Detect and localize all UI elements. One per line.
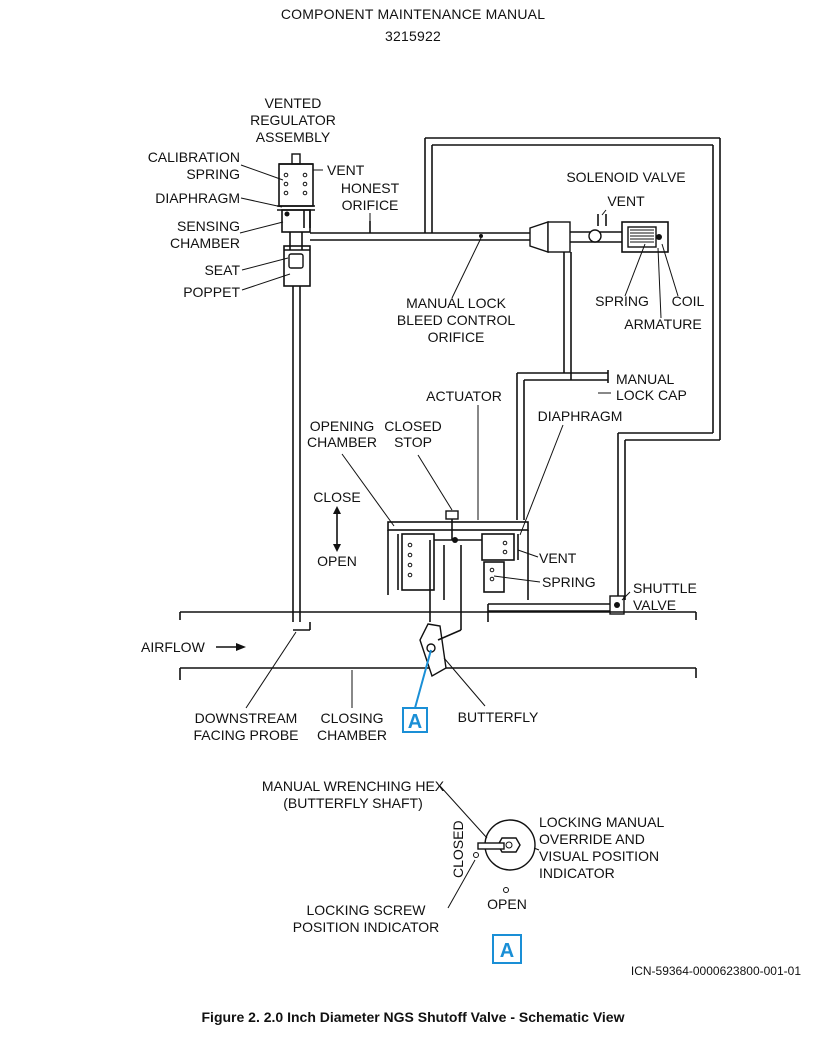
sensing-chamber-label-1: SENSING [177,218,240,234]
pneumatic-lines [310,137,721,600]
manual-number: 3215922 [385,28,441,44]
butterfly-label: BUTTERFLY [458,709,539,725]
closing-chamber-label-2: CHAMBER [317,727,387,743]
detail-a-view: A [439,785,540,964]
closed-position-label: CLOSED [450,820,466,878]
armature-label: ARMATURE [624,316,702,332]
calibration-spring-label-2: SPRING [186,166,240,182]
manual-lock-bleed-label-2: BLEED CONTROL [397,312,515,328]
coil-label: COIL [672,293,705,309]
leader-lines [239,164,679,709]
figure-caption: Figure 2. 2.0 Inch Diameter NGS Shutoff … [201,1009,625,1025]
sensing-chamber-label-2: CHAMBER [170,235,240,251]
actuator-vent-label: VENT [539,550,577,566]
manual-lock-cap-label-2: LOCK CAP [616,387,687,403]
shuttle-valve-label-1: SHUTTLE [633,580,697,596]
open-direction-label: OPEN [317,553,357,569]
detail-a-marker: A [408,711,422,733]
actuator-spring-label: SPRING [542,574,596,590]
vented-regulator-label-1: VENTED [265,95,322,111]
opening-chamber-label-1: OPENING [310,418,375,434]
manual-lock-cap-label-1: MANUAL [616,371,675,387]
locking-override-label-1: LOCKING MANUAL [539,814,664,830]
open-position-label: OPEN [487,896,527,912]
locking-override-label-3: VISUAL POSITION [539,848,659,864]
seat-label: SEAT [204,262,240,278]
manual-wrenching-hex-label-1: MANUAL WRENCHING HEX [262,778,445,794]
locking-override-label-2: OVERRIDE AND [539,831,645,847]
poppet-label: POPPET [183,284,240,300]
closed-stop-label-2: STOP [394,434,432,450]
airflow-arrow [216,643,246,651]
regulator-vent-label: VENT [327,162,365,178]
locking-override-label-4: INDICATOR [539,865,615,881]
calibration-spring-label-1: CALIBRATION [148,149,240,165]
actuator-diaphragm-label: DIAPHRAGM [538,408,623,424]
solenoid-spring-label: SPRING [595,293,649,309]
locking-screw-label-1: LOCKING SCREW [306,902,426,918]
icn-code: ICN-59364-0000623800-001-01 [631,964,801,978]
butterfly-disc [419,623,462,678]
actuator-label: ACTUATOR [426,388,502,404]
diagram-labels: VENTED REGULATOR ASSEMBLY CALIBRATION SP… [141,95,801,978]
vented-regulator-assembly [277,153,315,622]
downstream-probe-label-2: FACING PROBE [193,727,298,743]
vented-regulator-label-3: ASSEMBLY [256,129,331,145]
manual-lock-bleed-label-1: MANUAL LOCK [406,295,507,311]
detail-a-title-marker: A [500,940,514,962]
locking-screw-label-2: POSITION INDICATOR [293,919,440,935]
closed-stop-label-1: CLOSED [384,418,442,434]
manual-title: COMPONENT MAINTENANCE MANUAL [280,6,546,22]
airflow-label: AIRFLOW [141,639,206,655]
detail-a-callout: A [402,649,432,733]
manual-wrenching-hex-label-2: (BUTTERFLY SHAFT) [283,795,423,811]
shuttle-valve-label-2: VALVE [633,597,676,613]
downstream-probe-label-1: DOWNSTREAM [195,710,298,726]
actuator-assembly [387,510,625,630]
solenoid-valve [529,214,669,253]
solenoid-vent-label: VENT [607,193,645,209]
manual-lock-bleed-label-3: ORIFICE [428,329,485,345]
honest-orifice-label-2: ORIFICE [342,197,399,213]
close-direction-label: CLOSE [313,489,360,505]
regulator-diaphragm-label: DIAPHRAGM [155,190,240,206]
solenoid-valve-label: SOLENOID VALVE [566,169,685,185]
opening-chamber-label-2: CHAMBER [307,434,377,450]
close-open-arrow [333,506,341,552]
calibration-spring-coils [283,172,308,196]
honest-orifice-label-1: HONEST [341,180,400,196]
vented-regulator-label-2: REGULATOR [250,112,336,128]
closing-chamber-label-1: CLOSING [320,710,383,726]
